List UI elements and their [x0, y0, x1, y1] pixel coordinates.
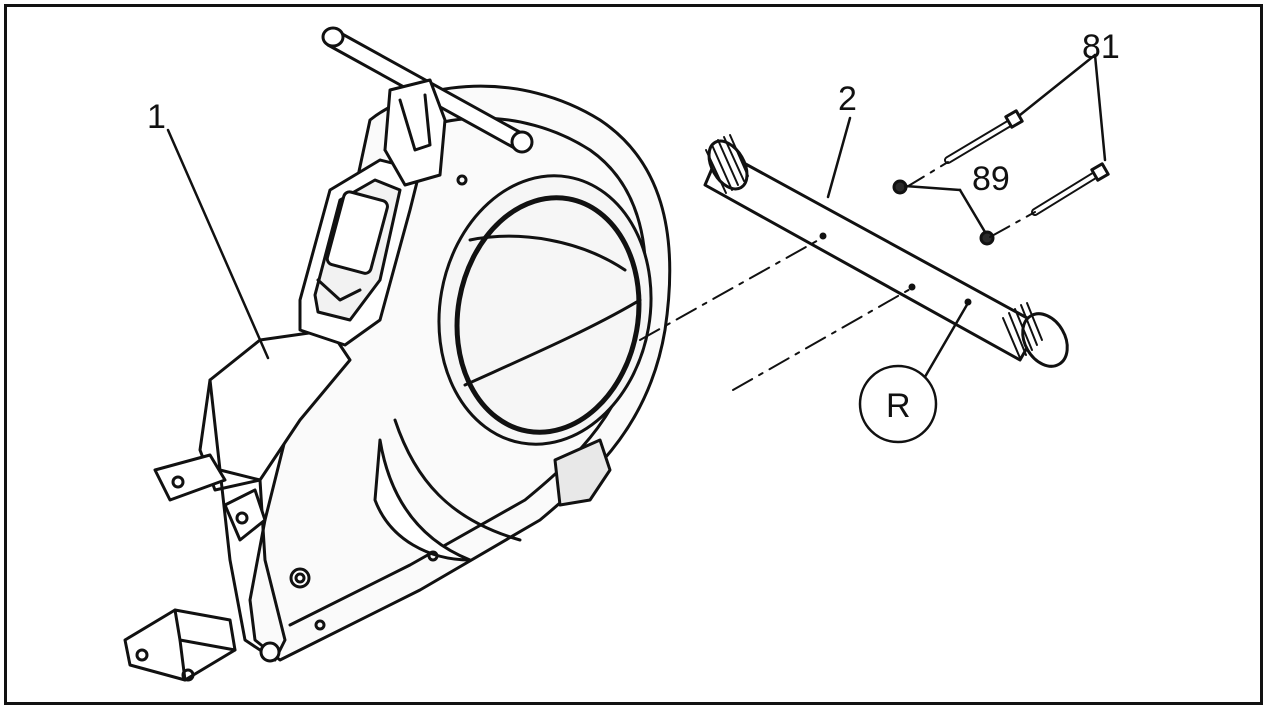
bolt-set [892, 109, 1110, 246]
callout-2: 2 [838, 80, 857, 118]
main-frame-part [123, 26, 672, 682]
stabilizer-tube-part [703, 134, 1069, 368]
callout-r: R [886, 387, 911, 425]
callout-89: 89 [972, 160, 1010, 198]
callout-81: 81 [1082, 28, 1120, 66]
leader-lines [166, 53, 1107, 384]
callout-1: 1 [147, 98, 166, 136]
side-r-circle [858, 364, 938, 444]
alignment-lines [639, 161, 1036, 391]
